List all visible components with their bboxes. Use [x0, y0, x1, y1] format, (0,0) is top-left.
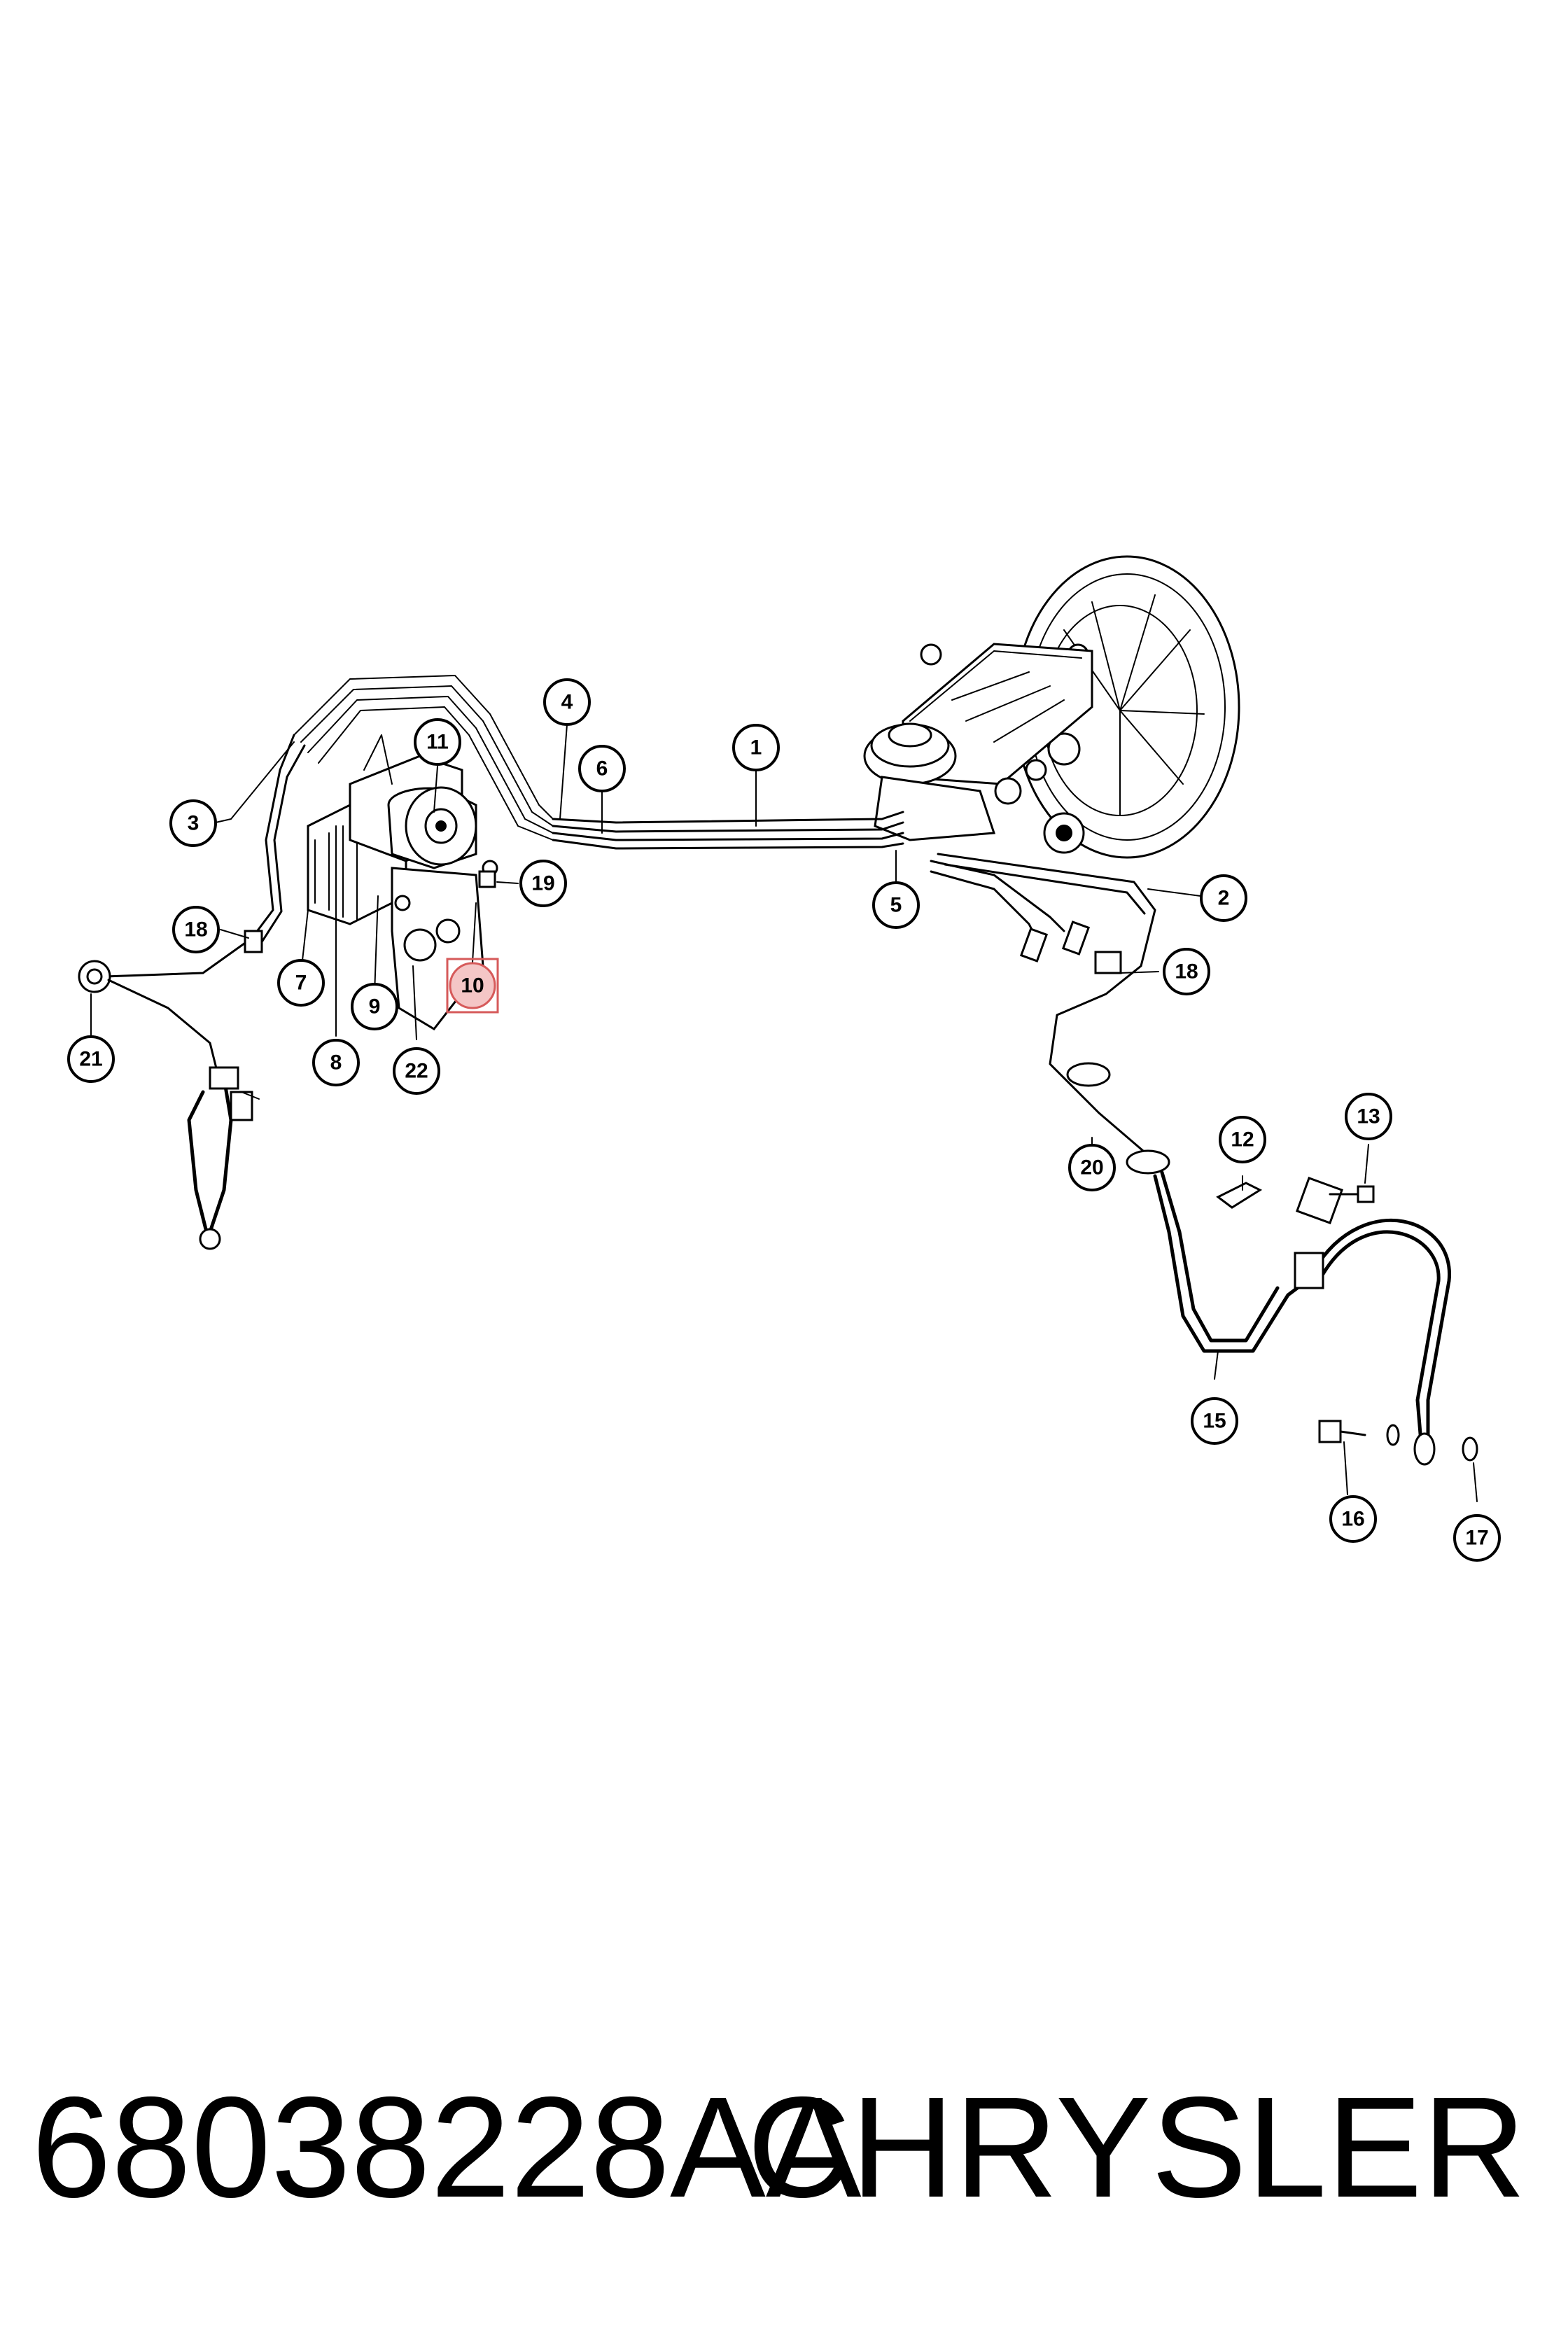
- callout-10: 10: [446, 958, 499, 1014]
- svg-text:6: 6: [596, 757, 608, 780]
- callout-17: 17: [1453, 1514, 1501, 1562]
- callout-7: 7: [277, 959, 325, 1007]
- callout-12: 12: [1219, 1116, 1266, 1163]
- svg-text:20: 20: [1080, 1156, 1103, 1180]
- brake-hose-left: [187, 1066, 260, 1250]
- svg-text:22: 22: [405, 1060, 428, 1083]
- callout-9: 9: [351, 983, 398, 1030]
- svg-text:13: 13: [1357, 1105, 1380, 1128]
- callout-1: 1: [732, 724, 780, 771]
- brand-name: CHRYSLER: [747, 2067, 1526, 2227]
- brake-line-left-front: [78, 734, 306, 1072]
- callout-19: 19: [519, 860, 567, 907]
- svg-text:9: 9: [369, 995, 381, 1018]
- footer: 68038228AA CHRYSLER: [0, 2065, 1568, 2275]
- callout-15: 15: [1191, 1397, 1238, 1445]
- svg-text:7: 7: [295, 972, 307, 995]
- callout-11: 11: [414, 718, 461, 766]
- svg-text:16: 16: [1341, 1508, 1364, 1531]
- callout-5: 5: [872, 881, 920, 929]
- part-number: 68038228AA: [31, 2067, 862, 2227]
- bracket-12: [1216, 1182, 1263, 1209]
- svg-text:1: 1: [750, 736, 762, 760]
- callout-18-right: 18: [1163, 948, 1210, 995]
- brake-hose-right: [1153, 1170, 1451, 1466]
- callout-20: 20: [1068, 1144, 1116, 1191]
- svg-text:10: 10: [461, 974, 484, 997]
- brake-line-main: [552, 811, 904, 850]
- svg-text:8: 8: [330, 1051, 342, 1074]
- bolt-13: [1329, 1185, 1375, 1203]
- svg-text:3: 3: [188, 812, 200, 835]
- svg-text:12: 12: [1231, 1128, 1254, 1152]
- callout-6: 6: [578, 745, 626, 792]
- svg-text:18: 18: [184, 918, 207, 941]
- leader-lines: [90, 724, 1478, 1502]
- callout-3: 3: [169, 799, 217, 847]
- callout-13: 13: [1345, 1093, 1392, 1140]
- callout-16: 16: [1329, 1495, 1377, 1543]
- callout-18-left: 18: [172, 906, 220, 953]
- clip-19: [478, 870, 496, 888]
- callout-2: 2: [1200, 874, 1247, 922]
- brake-line-right-front: [930, 853, 1170, 1175]
- svg-text:2: 2: [1218, 887, 1230, 910]
- svg-text:19: 19: [531, 872, 554, 895]
- svg-text:17: 17: [1465, 1527, 1488, 1550]
- callout-4: 4: [543, 678, 591, 726]
- svg-text:21: 21: [79, 1048, 102, 1071]
- master-cylinder: [863, 643, 1093, 841]
- callout-8: 8: [312, 1039, 360, 1086]
- svg-text:15: 15: [1203, 1410, 1226, 1433]
- svg-text:18: 18: [1175, 960, 1198, 983]
- svg-text:4: 4: [561, 691, 573, 714]
- svg-text:11: 11: [426, 731, 449, 754]
- svg-text:5: 5: [890, 894, 902, 917]
- bolt-16: [1318, 1420, 1400, 1446]
- callout-22: 22: [393, 1047, 440, 1095]
- brake-lines-abs-top: [293, 675, 554, 841]
- callout-21: 21: [67, 1035, 115, 1083]
- washer-17: [1462, 1436, 1478, 1462]
